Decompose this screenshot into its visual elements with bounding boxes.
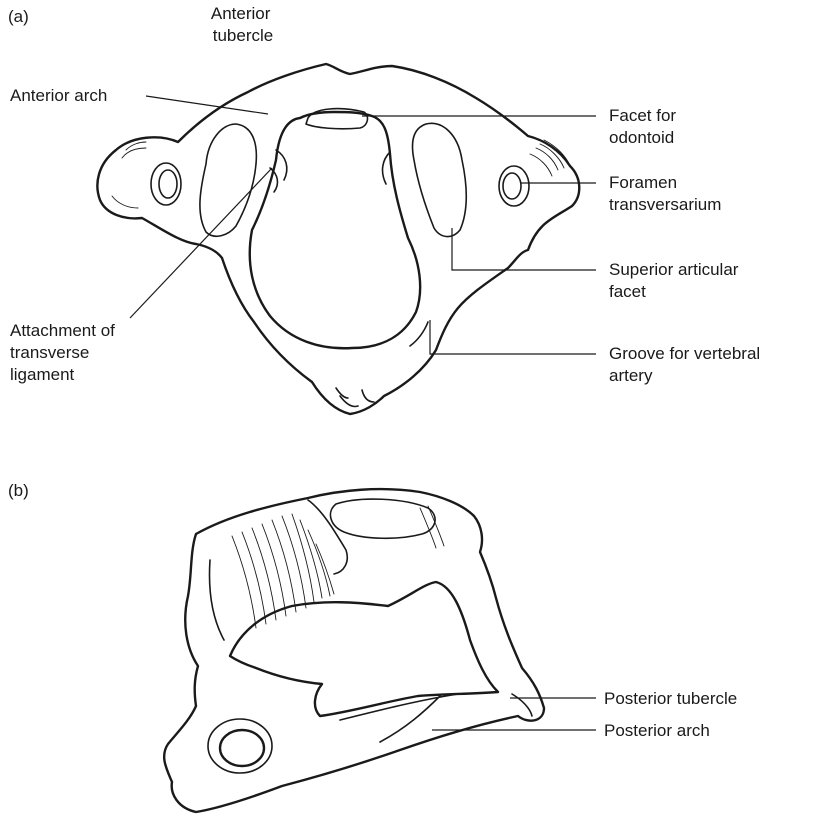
leader-groove-vertebral-artery <box>430 320 596 354</box>
atlas-oblique-view <box>164 489 544 812</box>
oblique-foramen-inner <box>220 730 264 766</box>
label-posterior-arch: Posterior arch <box>604 721 710 740</box>
panel-label-b: (b) <box>8 481 29 500</box>
label-foramen-transversarium: Foramen transversarium <box>609 173 721 214</box>
panel-label-a: (a) <box>8 7 29 26</box>
label-facet-for-odontoid: Facet for odontoid <box>609 106 681 147</box>
label-anterior-arch: Anterior arch <box>10 86 107 105</box>
label-posterior-tubercle: Posterior tubercle <box>604 689 737 708</box>
atlas-oblique-outline <box>164 489 544 812</box>
label-anterior-tubercle: Anterior tubercle <box>211 4 275 45</box>
label-attachment-transverse-ligament: Attachment of transverse ligament <box>10 321 120 384</box>
right-ligament-tubercle <box>383 152 390 184</box>
label-groove-vertebral-artery: Groove for vertebral artery <box>609 344 765 385</box>
label-superior-articular-facet: Superior articular facet <box>609 260 743 301</box>
